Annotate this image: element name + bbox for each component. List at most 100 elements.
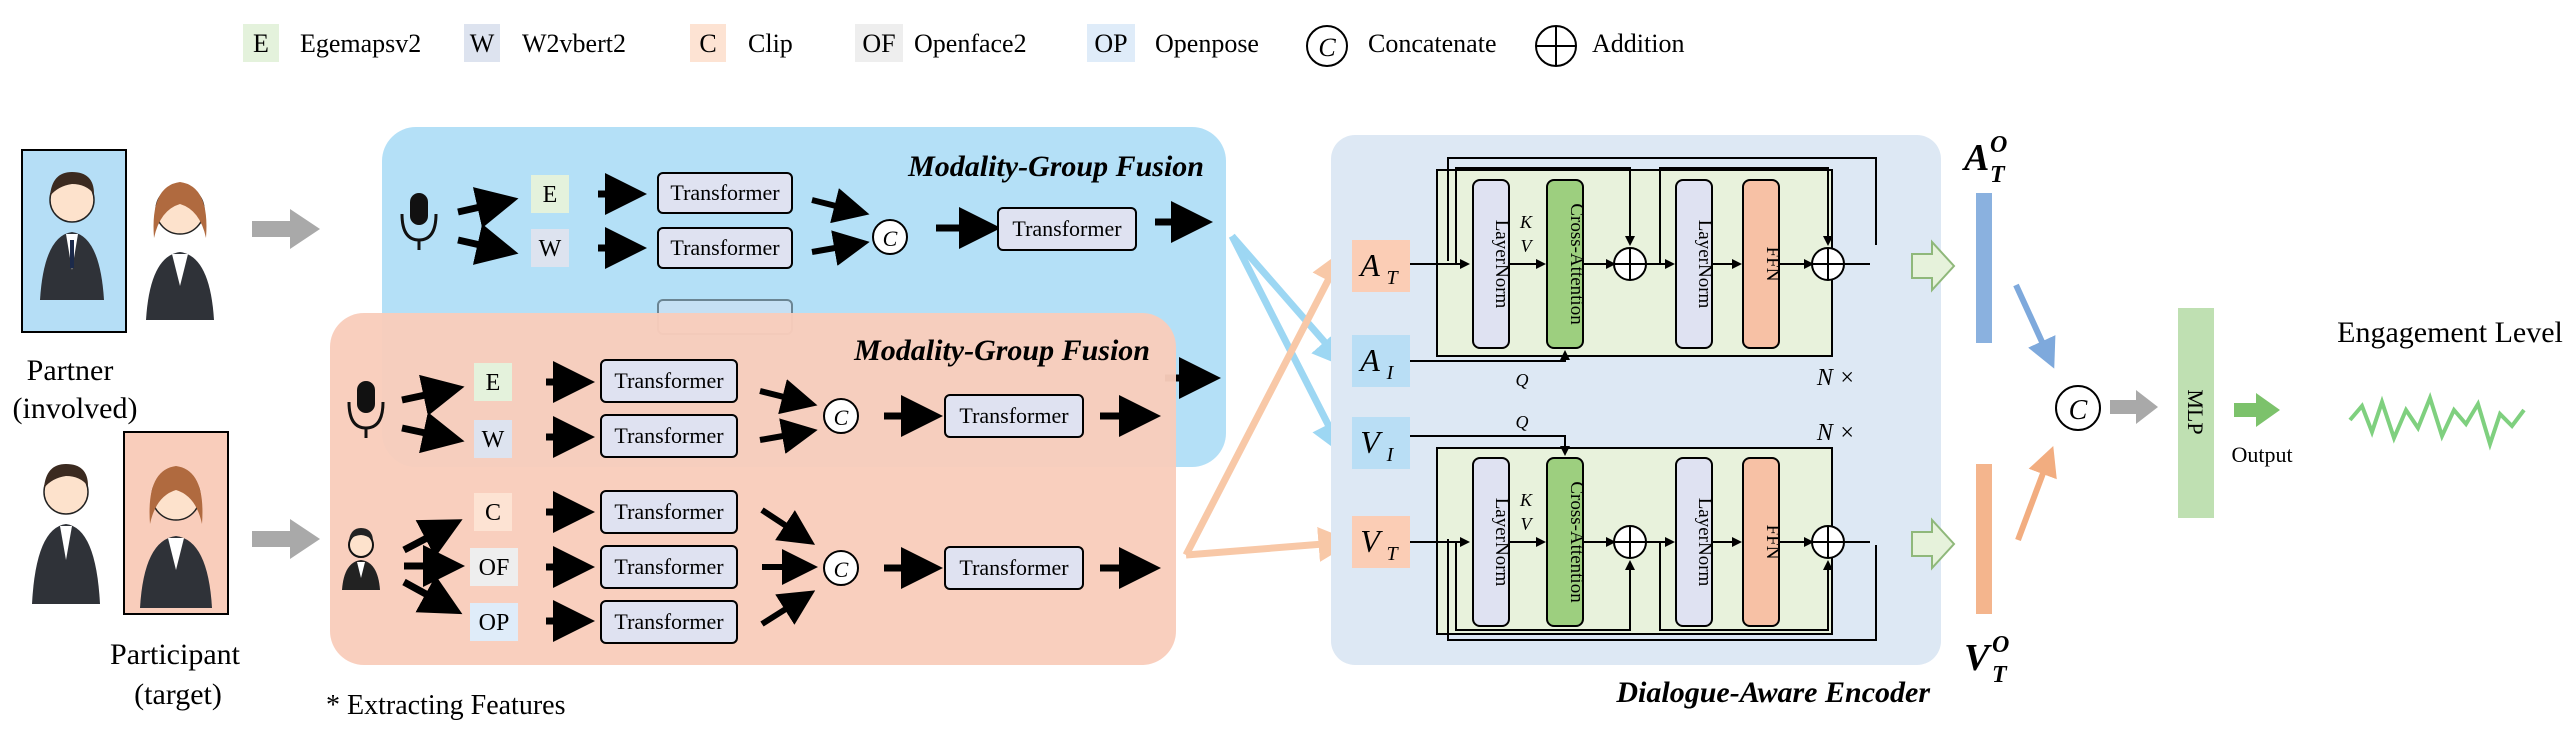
participant-transformer-of — [600, 545, 738, 589]
input-v-t-base: V — [1360, 523, 1383, 559]
participant-transformer-e-label: Transformer — [614, 368, 724, 393]
video-layernorm-1-label: LayerNorm — [1491, 498, 1512, 587]
final-concat-icon: C — [2055, 385, 2101, 431]
audio-v-label: V — [1521, 236, 1534, 256]
fusion-to-encoder-arrows — [1182, 233, 1354, 562]
legend-e-label: Egemapsv2 — [300, 29, 421, 58]
video-add-icon-1 — [1613, 525, 1647, 559]
addition-icon — [1535, 25, 1577, 67]
input-v-i-base: V — [1360, 424, 1383, 460]
video-q-label: Q — [1516, 412, 1529, 432]
participant-feature-op-label: OP — [479, 610, 510, 636]
video-ffn-label: FFN — [1762, 525, 1783, 560]
audio-output-sup: O — [1990, 132, 2007, 158]
participant-visual-concat-icon: C — [823, 550, 859, 586]
participant-transformer-e — [600, 359, 738, 403]
mlp-label: MLP — [2183, 389, 2208, 434]
legend-w-label: W2vbert2 — [522, 29, 626, 58]
participant-feature-c — [474, 493, 512, 531]
video-output-base: V — [1964, 637, 1992, 679]
input-a-t-base: A — [1358, 247, 1380, 283]
legend-w-code: W — [470, 29, 495, 58]
input-v-i — [1352, 417, 1410, 469]
audio-add-icon-1 — [1613, 247, 1647, 281]
legend-concatenate-label: Concatenate — [1368, 29, 1497, 58]
audio-repeat-label: N × — [1816, 365, 1855, 391]
legend-op-label: Openpose — [1155, 29, 1259, 58]
participant-visual-fusion-transformer — [944, 546, 1084, 590]
concatenate-icon: C — [1306, 25, 1348, 67]
participant-feature-c-label: C — [485, 500, 501, 526]
participant-transformer-w — [600, 414, 738, 458]
video-output-sup: O — [1992, 632, 2009, 658]
audio-q-label: Q — [1516, 370, 1529, 390]
legend-op-swatch — [1087, 24, 1135, 62]
participant-transformer-w-label: Transformer — [614, 423, 724, 448]
participant-feature-e-label: E — [486, 370, 501, 396]
microphone-icon — [400, 193, 438, 250]
legend-c-label: Clip — [748, 29, 793, 58]
participant-feature-of-label: OF — [479, 555, 510, 581]
audio-layernorm-1-label: LayerNorm — [1491, 220, 1512, 309]
input-a-i-sub: I — [1386, 362, 1395, 384]
participant-label-line2: (target) — [134, 678, 222, 711]
audio-output-feature: A O T — [1962, 132, 2007, 343]
legend-of-label: Openface2 — [914, 29, 1027, 58]
input-a-t-sub: T — [1386, 267, 1399, 289]
audio-layernorm-2-label: LayerNorm — [1694, 220, 1715, 309]
partner-label-line1: Partner — [27, 354, 114, 387]
concat-to-mlp-arrow — [2110, 390, 2158, 424]
legend: E Egemapsv2 W W2vbert2 C Clip OF Openfac… — [243, 24, 1684, 67]
participant-feature-e — [474, 363, 512, 401]
participant-label-line1: Participant — [110, 638, 241, 671]
participant-feature-op — [470, 603, 518, 641]
participant-transformer-c — [600, 490, 738, 534]
legend-e-code: E — [253, 29, 269, 58]
audio-output-sub: T — [1990, 162, 2006, 188]
participant-audio-fusion-transformer — [944, 394, 1084, 438]
input-v-t-sub: T — [1386, 543, 1399, 565]
input-a-t — [1352, 240, 1410, 292]
input-a-i-base: A — [1358, 342, 1380, 378]
dialogue-aware-encoder: Dialogue-Aware Encoder A T A I V I V T N… — [1331, 135, 1956, 709]
participant-input-arrow — [252, 519, 320, 559]
partner-fusion-transformer-label: Transformer — [1012, 216, 1122, 241]
participant-audio-concat-icon: C — [823, 398, 859, 434]
mlp-to-output-arrow — [2234, 393, 2280, 427]
video-repeat-label: N × — [1816, 420, 1855, 446]
participant-illustration — [32, 431, 229, 615]
video-layernorm-2-label: LayerNorm — [1694, 498, 1715, 587]
audio-output-base: A — [1962, 137, 1989, 179]
audio-k-label: K — [1519, 212, 1533, 232]
partner-feature-e-label: E — [543, 182, 558, 208]
partner-fusion-transformer — [997, 207, 1137, 251]
legend-op-code: OP — [1094, 29, 1127, 58]
participant-transformer-op — [600, 600, 738, 644]
legend-c-code: C — [699, 29, 716, 58]
partner-audio-concat-icon: C — [872, 219, 908, 255]
participant-fusion-panel: Modality-Group Fusion E W Transformer Tr… — [330, 313, 1176, 665]
participant-fusion-title: Modality-Group Fusion — [853, 334, 1150, 367]
participant-feature-of — [470, 548, 518, 586]
video-k-label: K — [1519, 490, 1533, 510]
person-icon — [342, 528, 380, 590]
svg-text:C: C — [1318, 33, 1336, 62]
mlp-block — [2178, 308, 2214, 518]
partner-transformer-e — [657, 172, 793, 214]
video-output-sub: T — [1992, 662, 2008, 688]
microphone-icon — [347, 381, 385, 438]
legend-of-swatch — [855, 24, 903, 62]
audio-ffn-label: FFN — [1762, 247, 1783, 282]
svg-text:C: C — [834, 557, 849, 582]
participant-transformer-of-label: Transformer — [614, 554, 724, 579]
legend-of-code: OF — [862, 29, 895, 58]
video-encoder-output-arrow — [1911, 517, 1956, 571]
output-label: Output — [2231, 442, 2292, 467]
video-add-icon-2 — [1811, 525, 1845, 559]
partner-feature-w-label: W — [539, 236, 562, 262]
audio-encoder-output-arrow — [1911, 239, 1956, 293]
participant-visual-fusion-transformer-label: Transformer — [959, 555, 1069, 580]
legend-c-swatch — [690, 24, 726, 62]
partner-transformer-w-label: Transformer — [670, 235, 780, 260]
